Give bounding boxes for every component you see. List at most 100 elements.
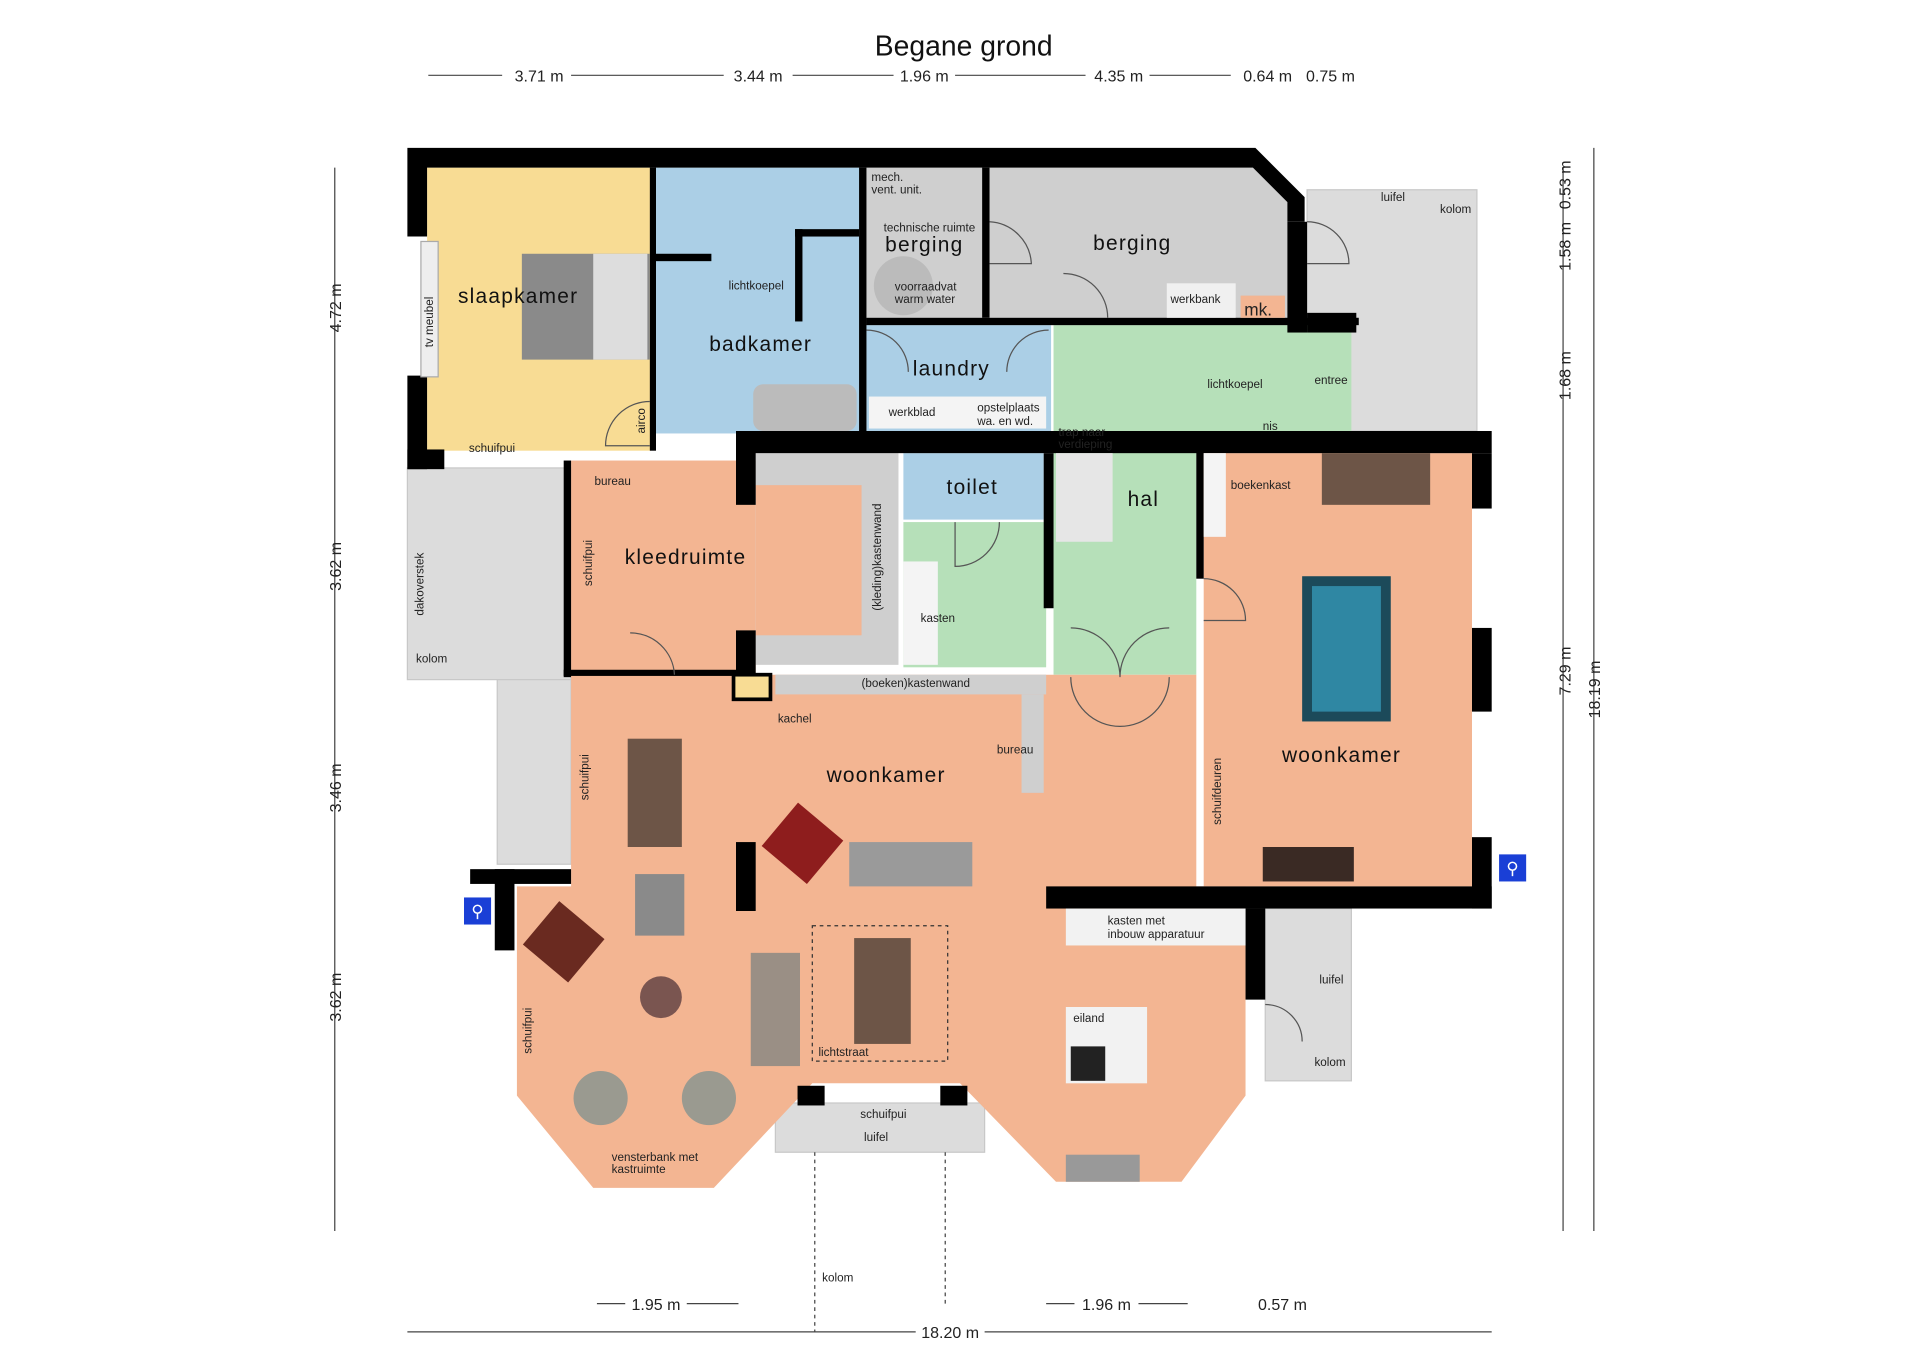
label: luifel <box>1319 974 1343 987</box>
room-toilet <box>903 453 1044 520</box>
right-dimensions: 0.53 m 1.58 m 1.68 m 7.29 m 18.19 m <box>1557 147 1604 1232</box>
label: schuifpui <box>469 442 515 455</box>
dim-label: 1.96 m <box>1082 1297 1131 1314</box>
dim-label: 3.62 m <box>328 542 345 591</box>
dim-label: 1.96 m <box>900 68 949 85</box>
armchair <box>522 901 605 983</box>
doors <box>604 221 1350 1042</box>
sofa <box>750 952 800 1067</box>
room-label: berging <box>885 233 963 256</box>
label: technische ruimte <box>884 222 976 235</box>
label: verdieping <box>1058 438 1112 451</box>
chair <box>681 1071 736 1126</box>
dim-label: 0.64 m <box>1243 68 1292 85</box>
dim-label: 3.62 m <box>328 973 345 1022</box>
kachel <box>731 672 773 702</box>
label: schuifpui <box>522 1008 535 1054</box>
label: (kleding)kastenwand <box>871 503 884 610</box>
dim-label: 0.57 m <box>1258 1297 1307 1314</box>
dining-table <box>1321 453 1431 505</box>
label: voorraadvat <box>895 281 957 294</box>
bathtub <box>753 384 857 431</box>
dim-label: 1.68 m <box>1557 351 1574 400</box>
label: kolom <box>416 652 447 665</box>
label: (boeken)kastenwand <box>862 677 971 690</box>
label: opstelplaats <box>977 401 1040 414</box>
dim-label: 4.35 m <box>1094 68 1143 85</box>
label: werkbank <box>1169 293 1220 306</box>
room-woonkamer-main <box>516 674 1246 1188</box>
label: kasten met <box>1108 915 1166 928</box>
bottom-dimensions: 1.95 m 1.96 m 0.57 m 18.20 m <box>407 1292 1492 1343</box>
armchair <box>761 802 844 884</box>
label: kolom <box>822 1271 853 1284</box>
kitchen-cabinets <box>1065 908 1246 946</box>
label: luifel <box>864 1131 888 1144</box>
label: vent. unit. <box>871 183 922 196</box>
label: lichtkoepel <box>729 279 784 292</box>
piano <box>1262 847 1354 882</box>
dim-label: 4.72 m <box>328 283 345 332</box>
label: werkblad <box>888 406 936 419</box>
dim-label: 0.75 m <box>1306 68 1355 85</box>
water-tap-icon: ⚲ <box>1499 854 1527 882</box>
label: wa. en wd. <box>976 415 1033 428</box>
left-dimensions: 4.72 m 3.62 m 3.46 m 3.62 m <box>328 167 345 1232</box>
bureau <box>1021 694 1044 793</box>
dim-label: 3.71 m <box>515 68 564 85</box>
boiler <box>873 256 933 316</box>
label: schuifpui <box>578 754 591 800</box>
label: dakoverstek <box>413 552 426 615</box>
label: schuifpui <box>860 1108 906 1121</box>
label: kachel <box>778 713 812 726</box>
water-tap-icon: ⚲ <box>464 897 492 925</box>
dim-label: 18.19 m <box>1587 661 1604 719</box>
svg-text:⚲: ⚲ <box>1506 858 1519 878</box>
dim-label: 3.44 m <box>734 68 783 85</box>
label: mk. <box>1244 299 1272 319</box>
label: mech. <box>871 171 903 184</box>
label: lichtkoepel <box>1207 378 1262 391</box>
dim-label: 3.46 m <box>328 763 345 812</box>
label: trap naar <box>1058 426 1105 439</box>
room-label: berging <box>1093 232 1171 255</box>
cooktop <box>1070 1046 1106 1081</box>
boekenkast <box>1203 453 1226 537</box>
label: lichtstraat <box>818 1046 869 1059</box>
room-label: kleedruimte <box>625 546 747 569</box>
room-label: woonkamer <box>826 764 946 787</box>
werkbank <box>1166 283 1236 318</box>
label: kasten <box>921 612 955 625</box>
walls <box>407 147 1492 1106</box>
label: boekenkast <box>1231 479 1292 492</box>
label: vensterbank met <box>612 1151 699 1164</box>
dining-table <box>854 938 911 1044</box>
furniture <box>420 240 1431 1182</box>
werkblad <box>868 396 1047 429</box>
side-table <box>640 976 682 1019</box>
lichtstraat <box>811 925 949 1062</box>
room-label: slaapkamer <box>458 285 578 308</box>
label: tv meubel <box>423 297 436 348</box>
page-title: Begane grond <box>875 30 1053 62</box>
chair <box>573 1071 628 1126</box>
dim-label: 7.29 m <box>1557 647 1574 696</box>
dim-label: 18.20 m <box>921 1325 979 1342</box>
room-hal <box>1053 325 1352 675</box>
label: schuifdeuren <box>1211 758 1224 825</box>
room-label: badkamer <box>709 333 812 356</box>
meterkast <box>1240 295 1285 318</box>
room-label: hal <box>1128 488 1160 511</box>
tv-meubel <box>420 240 439 378</box>
kasten <box>903 561 938 665</box>
room-label: laundry <box>913 358 990 381</box>
label: nis <box>1263 420 1278 433</box>
label: kastruimte <box>612 1163 666 1176</box>
label: eiland <box>1073 1012 1104 1025</box>
label: luifel <box>1381 191 1405 204</box>
label: warm water <box>894 293 956 306</box>
ottoman <box>635 874 685 936</box>
boeken-kastenwand <box>775 674 1047 695</box>
room-label: toilet <box>947 476 999 499</box>
